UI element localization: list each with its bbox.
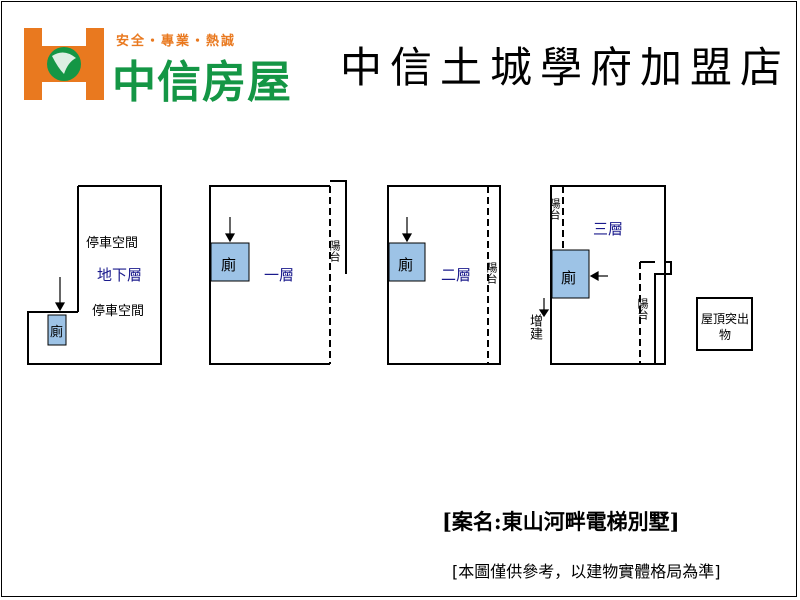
second-floor-label: 二層 — [441, 266, 472, 284]
logo-slogan: 安全・專業・熱誠 — [116, 34, 237, 49]
first-floor-toilet-box — [210, 242, 250, 282]
first-floor-balcony-label: 陽台 — [328, 240, 341, 262]
second-floor-outline — [387, 185, 501, 365]
logo-emblem-icon — [24, 28, 104, 100]
store-title: 中信土城學府加盟店 — [340, 43, 791, 92]
basement-outline — [27, 185, 162, 365]
disclaimer: [本圖僅供參考，以建物實體格局為準] — [452, 562, 721, 581]
first-floor-toilet-label: 廁 — [221, 256, 237, 274]
first-floor-label: 一層 — [264, 266, 295, 284]
second-floor-toilet-box — [388, 242, 426, 282]
basement-parking-top-label: 停車空間 — [86, 236, 139, 251]
roof-structure-outline — [696, 297, 753, 351]
third-floor-balcony-top-label: 陽台 — [548, 198, 561, 220]
first-floor-outline — [209, 185, 330, 365]
second-floor-toilet-label: 廁 — [398, 256, 414, 274]
basement-parking-bottom-label: 停車空間 — [92, 304, 145, 319]
basement-toilet-box — [47, 314, 67, 346]
basement-floor-label: 地下層 — [97, 266, 143, 284]
third-floor-outline — [550, 185, 666, 365]
third-floor-extension-label: 增建 — [527, 314, 542, 340]
third-floor-toilet-label: 廁 — [561, 269, 577, 287]
basement-toilet-label: 廁 — [50, 325, 64, 340]
case-name: [案名:東山河畔電梯別墅] — [442, 509, 680, 534]
second-floor-balcony-label: 陽台 — [485, 262, 498, 284]
third-floor-toilet-box — [551, 249, 590, 299]
logo-name: 中信房屋 — [112, 57, 292, 108]
roof-structure-label: 屋頂突出物 — [701, 312, 750, 342]
company-logo: 安全・專業・熱誠 中信房屋 — [24, 28, 304, 108]
third-floor-label: 三層 — [593, 220, 624, 238]
third-floor-balcony-right-label: 陽台 — [636, 298, 649, 320]
